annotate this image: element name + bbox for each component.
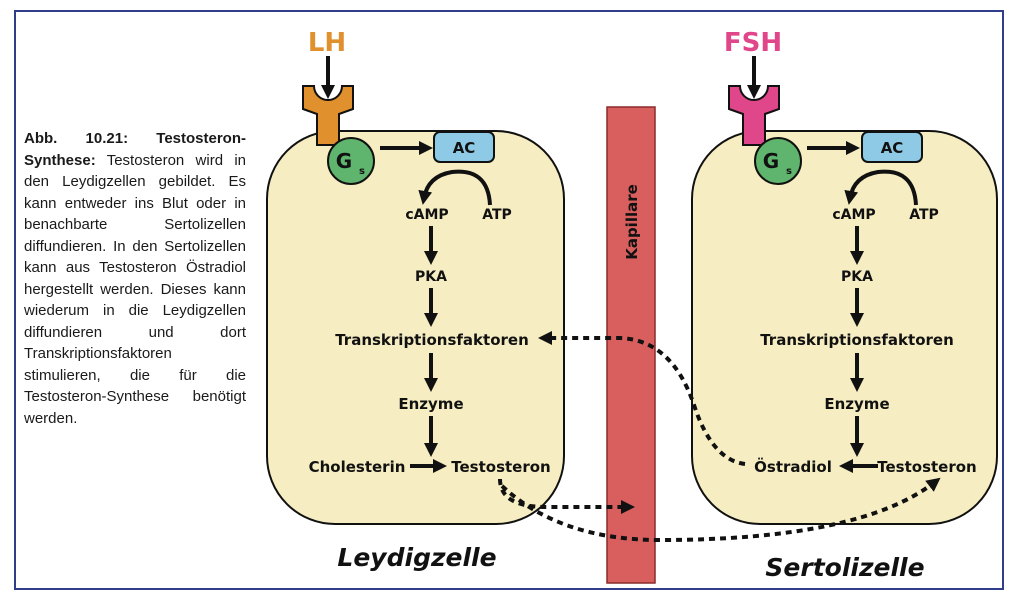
leydig-atp-camp-arrow bbox=[418, 169, 492, 206]
sertoli-pka-label: PKA bbox=[841, 269, 873, 285]
sertoli-cell bbox=[691, 130, 998, 525]
sertoli-camp-label: cAMP bbox=[832, 207, 875, 223]
capillary bbox=[606, 106, 656, 584]
fsh-label: FSH bbox=[724, 28, 782, 58]
leydig-testosteron-label: Testosteron bbox=[451, 458, 550, 476]
fsh-receptor bbox=[728, 85, 780, 146]
sertoli-enzyme-label: Enzyme bbox=[824, 395, 889, 413]
leydig-gs-label: G bbox=[336, 149, 352, 173]
oestradiol-diffusion-arrow bbox=[538, 331, 746, 466]
leydig-cell-label: Leydigzelle bbox=[337, 543, 496, 572]
figure-caption: Abb. 10.21: Testosteron-Synthese: Testos… bbox=[24, 128, 246, 429]
capillary-label: Kapillare bbox=[623, 184, 641, 260]
leydig-atp-label: ATP bbox=[482, 207, 512, 223]
leydig-cholesterin-label: Cholesterin bbox=[309, 458, 406, 476]
sertoli-tf-label: Transkriptionsfaktoren bbox=[760, 331, 954, 349]
sertoli-ac-label: AC bbox=[881, 139, 904, 157]
leydig-camp-label: cAMP bbox=[405, 207, 448, 223]
leydig-enzyme-label: Enzyme bbox=[398, 395, 463, 413]
leydig-gs-circle bbox=[327, 137, 375, 185]
leydig-ac-label: AC bbox=[453, 139, 476, 157]
sertoli-testosteron-label: Testosteron bbox=[877, 458, 976, 476]
caption-text: Testosteron wird in den Leydigzellen geb… bbox=[24, 151, 246, 427]
lh-label: LH bbox=[308, 28, 346, 58]
sertoli-oestradiol-label: Östradiol bbox=[754, 457, 832, 476]
leydig-cell bbox=[266, 130, 565, 525]
sertoli-atp-camp-arrow bbox=[844, 169, 918, 206]
sertoli-gs-circle bbox=[754, 137, 802, 185]
leydig-tf-label: Transkriptionsfaktoren bbox=[335, 331, 529, 349]
caption-title: Abb. 10.21: Testosteron-Synthese: bbox=[24, 130, 246, 169]
sertoli-cell-label: Sertolizelle bbox=[765, 553, 924, 582]
leydig-pka-label: PKA bbox=[415, 269, 447, 285]
leydig-ac-box bbox=[433, 131, 495, 163]
sertoli-gs-sub: s bbox=[786, 166, 792, 177]
lh-receptor bbox=[302, 85, 354, 146]
sertoli-atp-label: ATP bbox=[909, 207, 939, 223]
leydig-gs-sub: s bbox=[359, 166, 365, 177]
sertoli-ac-box bbox=[861, 131, 923, 163]
sertoli-gs-label: G bbox=[763, 149, 779, 173]
testosteron-sertoli-arrow bbox=[500, 477, 941, 543]
